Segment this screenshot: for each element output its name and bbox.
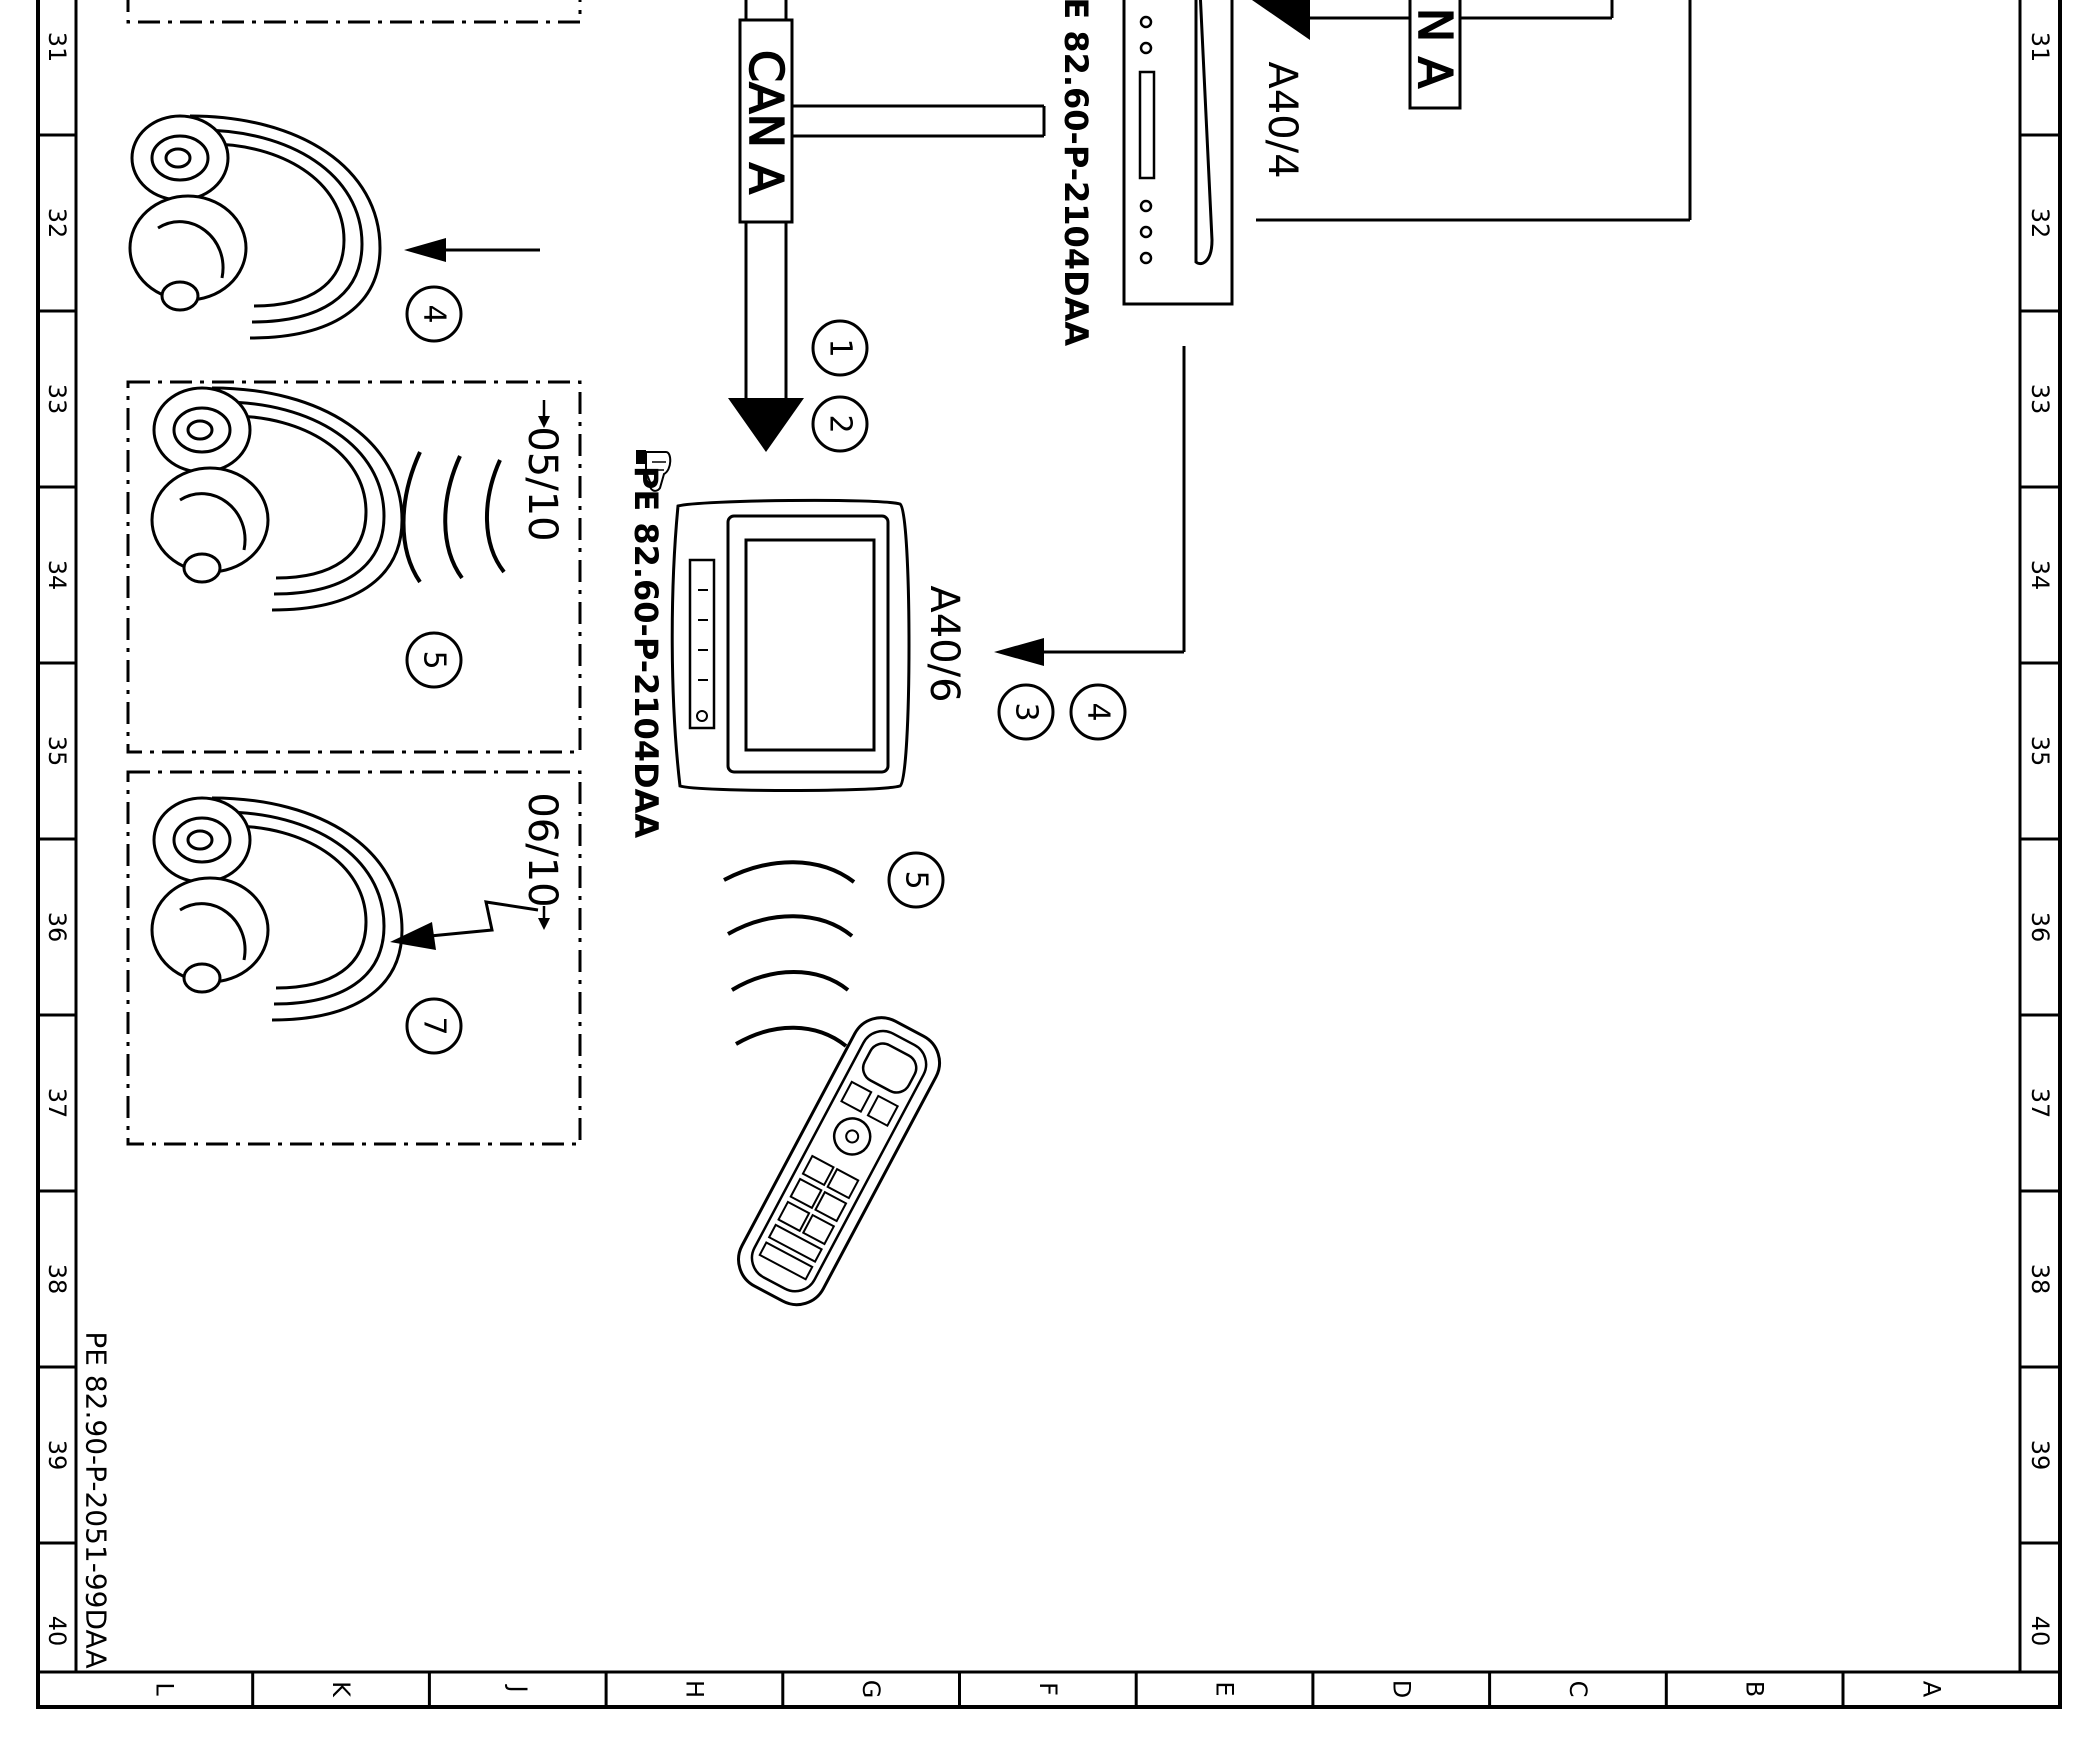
frame-row-label-right-35: 35 (2026, 736, 2054, 767)
dashed-box-top (126, 0, 582, 24)
frame-row-label-right-34: 34 (2026, 560, 2054, 591)
frame-column-label-K: K (327, 1681, 355, 1698)
a40-6-display (670, 498, 911, 792)
step-2-label: 2 (823, 414, 858, 433)
a40-6-label: A40/6 (921, 585, 967, 702)
step-5-headphones-label: 5 (417, 650, 452, 669)
frame-row-label-left-33: 33 (43, 384, 71, 415)
remote-control (737, 1016, 942, 1307)
frame-row-label-left-38: 38 (43, 1264, 71, 1295)
frame-column-label-F: F (1034, 1682, 1062, 1696)
sound-waves-remote (723, 860, 856, 1048)
frame-row-label-left-35: 35 (43, 736, 71, 767)
ref-arrow-06-10 (538, 906, 550, 930)
frame-row-label-right-36: 36 (2026, 912, 2054, 943)
frame-row-label-right-40: 40 (2026, 1616, 2054, 1647)
frame-column-label-B: B (1741, 1681, 1769, 1697)
frame-row-label-left-39: 39 (43, 1440, 71, 1471)
ref-06-10-label: 06/10 (519, 792, 565, 907)
ref-05-10-label: 05/10 (519, 426, 565, 541)
headphones-step4 (128, 114, 382, 340)
frame-row-label-left-31: 31 (43, 32, 71, 63)
step-3-label: 3 (1009, 702, 1044, 721)
step-circles (405, 285, 1127, 1055)
frame-column-label-J: J (504, 1683, 532, 1692)
dashed-box-05-10 (126, 380, 582, 754)
headphones-06-10 (150, 796, 404, 1022)
frame-column-label-L: L (150, 1682, 178, 1696)
reference-pointer-icon (636, 450, 672, 492)
frame-column-label-H: H (680, 1680, 708, 1698)
step-1-label: 1 (823, 338, 858, 357)
a40-4-unit (1122, 0, 1234, 306)
dashed-box-06-10 (126, 770, 582, 1146)
frame-column-label-A: A (1917, 1681, 1945, 1698)
ref-arrow-05-10 (538, 400, 550, 428)
frame-row-label-left-32: 32 (43, 208, 71, 239)
frame-row-label-right-33: 33 (2026, 384, 2054, 415)
arrow-a40-4-to-a40-6 (994, 346, 1186, 666)
frame-row-label-right-39: 39 (2026, 1440, 2054, 1471)
step-4-headphones-label: 4 (417, 304, 452, 323)
frame-row-label-left-36: 36 (43, 912, 71, 943)
sound-waves-05-10 (401, 451, 506, 584)
arrow-to-headphones-4 (404, 238, 540, 262)
frame-column-label-C: C (1564, 1681, 1592, 1698)
step-5-remote-label: 5 (899, 870, 934, 889)
frame-row-label-right-38: 38 (2026, 1264, 2054, 1295)
labels: 1 2 3 4 4 5 5 7 CAN A N A A40/4 A40/6 PE… (80, 0, 1463, 1669)
can-bus-right-connection (1252, 0, 1692, 222)
step-4-display-label: 4 (1081, 702, 1116, 721)
drawing-number: PE 82.90-P-2051-99DAA (80, 1331, 113, 1668)
frame-column-label-E: E (1211, 1681, 1239, 1696)
headphones-05-10 (150, 386, 404, 612)
frame-row-label-right-37: 37 (2026, 1088, 2054, 1119)
frame-row-label-right-32: 32 (2026, 208, 2054, 239)
a40-6-reference: PE 82.60-P-2104DAA (627, 466, 665, 839)
step-7-label: 7 (417, 1016, 452, 1035)
frame-row-label-right-31: 31 (2026, 32, 2054, 63)
frame-column-label-D: D (1387, 1680, 1415, 1698)
can-a-right-label: N A (1408, 8, 1462, 89)
frame-row-label-left-37: 37 (43, 1088, 71, 1119)
can-bus-vertical (728, 0, 1046, 452)
frame-row-label-left-40: 40 (43, 1616, 71, 1647)
can-a-left-label: CAN A (739, 50, 793, 195)
a40-4-label: A40/4 (1259, 61, 1305, 178)
frame-column-label-G: G (857, 1680, 885, 1699)
wireless-signal-arrow (390, 900, 539, 950)
a40-4-reference: PE 82.60-P-2104DAA (1057, 0, 1095, 346)
frame-row-label-left-34: 34 (43, 560, 71, 591)
